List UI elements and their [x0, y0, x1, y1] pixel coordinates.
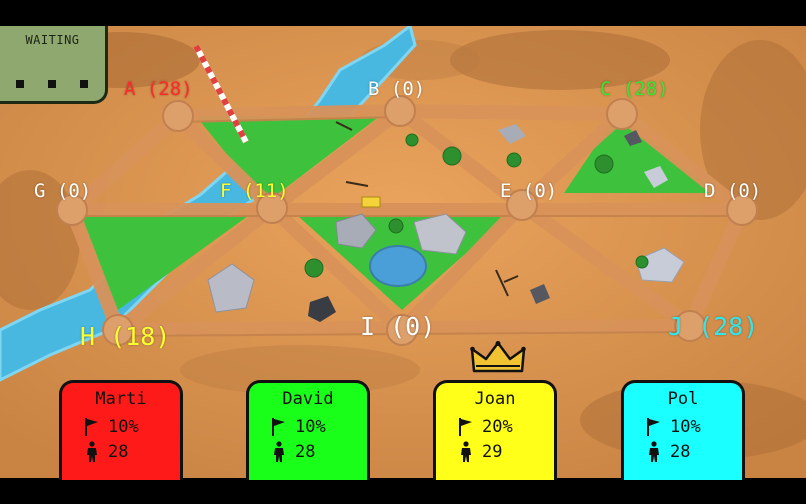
node-label-e[interactable]: E (0)	[500, 180, 558, 202]
status-label: WAITING	[25, 33, 80, 47]
player-troops: 28	[108, 442, 129, 462]
rocks	[207, 124, 685, 322]
trees	[304, 133, 649, 278]
status-panel: WAITING	[0, 26, 108, 104]
flag-icon	[647, 418, 660, 436]
node-label-d[interactable]: D (0)	[704, 180, 762, 202]
node-label-g[interactable]: G (0)	[34, 180, 92, 202]
player-percent: 10%	[108, 417, 139, 437]
soldier-icon	[274, 441, 284, 462]
dead-branches	[335, 121, 519, 297]
player-troops: 28	[670, 442, 691, 462]
player-card-pol: Pol 10% 28	[621, 380, 745, 480]
barrier-pole	[193, 44, 249, 144]
node-label-c[interactable]: C (28)	[600, 78, 669, 100]
player-name: Joan	[474, 389, 516, 409]
letterbox-top	[0, 0, 806, 26]
player-card-marti: Marti 10% 28	[59, 380, 183, 480]
waiting-dots	[16, 80, 88, 88]
waiting-dot	[80, 80, 88, 88]
waiting-dot	[16, 80, 24, 88]
node-label-j[interactable]: J (28)	[668, 312, 759, 341]
territory-cde	[564, 116, 718, 193]
player-troops: 28	[295, 442, 316, 462]
waiting-dot	[48, 80, 56, 88]
crown-icon	[470, 341, 526, 373]
node-label-b[interactable]: B (0)	[368, 78, 426, 100]
flag-icon	[459, 418, 472, 436]
node-label-i[interactable]: I (0)	[360, 312, 436, 341]
node-label-f[interactable]: F (11)	[220, 180, 289, 202]
soldier-icon	[87, 441, 97, 462]
player-card-david: David 10% 28	[246, 380, 370, 480]
soldier-icon	[649, 441, 659, 462]
player-card-joan: Joan 20% 29	[433, 380, 557, 480]
junction-discs	[56, 95, 758, 346]
player-name: Pol	[667, 389, 699, 409]
yellow-vehicle	[361, 196, 381, 208]
player-percent: 10%	[295, 417, 326, 437]
territory-gfh	[80, 216, 248, 310]
player-percent: 10%	[670, 417, 701, 437]
pond	[369, 245, 427, 287]
player-percent: 20%	[482, 417, 513, 437]
soldier-icon	[461, 441, 471, 462]
node-label-a[interactable]: A (28)	[124, 78, 193, 100]
flag-icon	[272, 418, 285, 436]
player-troops: 29	[482, 442, 503, 462]
player-name: David	[282, 389, 334, 409]
letterbox-bottom	[0, 478, 806, 504]
node-label-h[interactable]: H (18)	[80, 322, 171, 351]
flag-icon	[85, 418, 98, 436]
player-name: Marti	[95, 389, 147, 409]
